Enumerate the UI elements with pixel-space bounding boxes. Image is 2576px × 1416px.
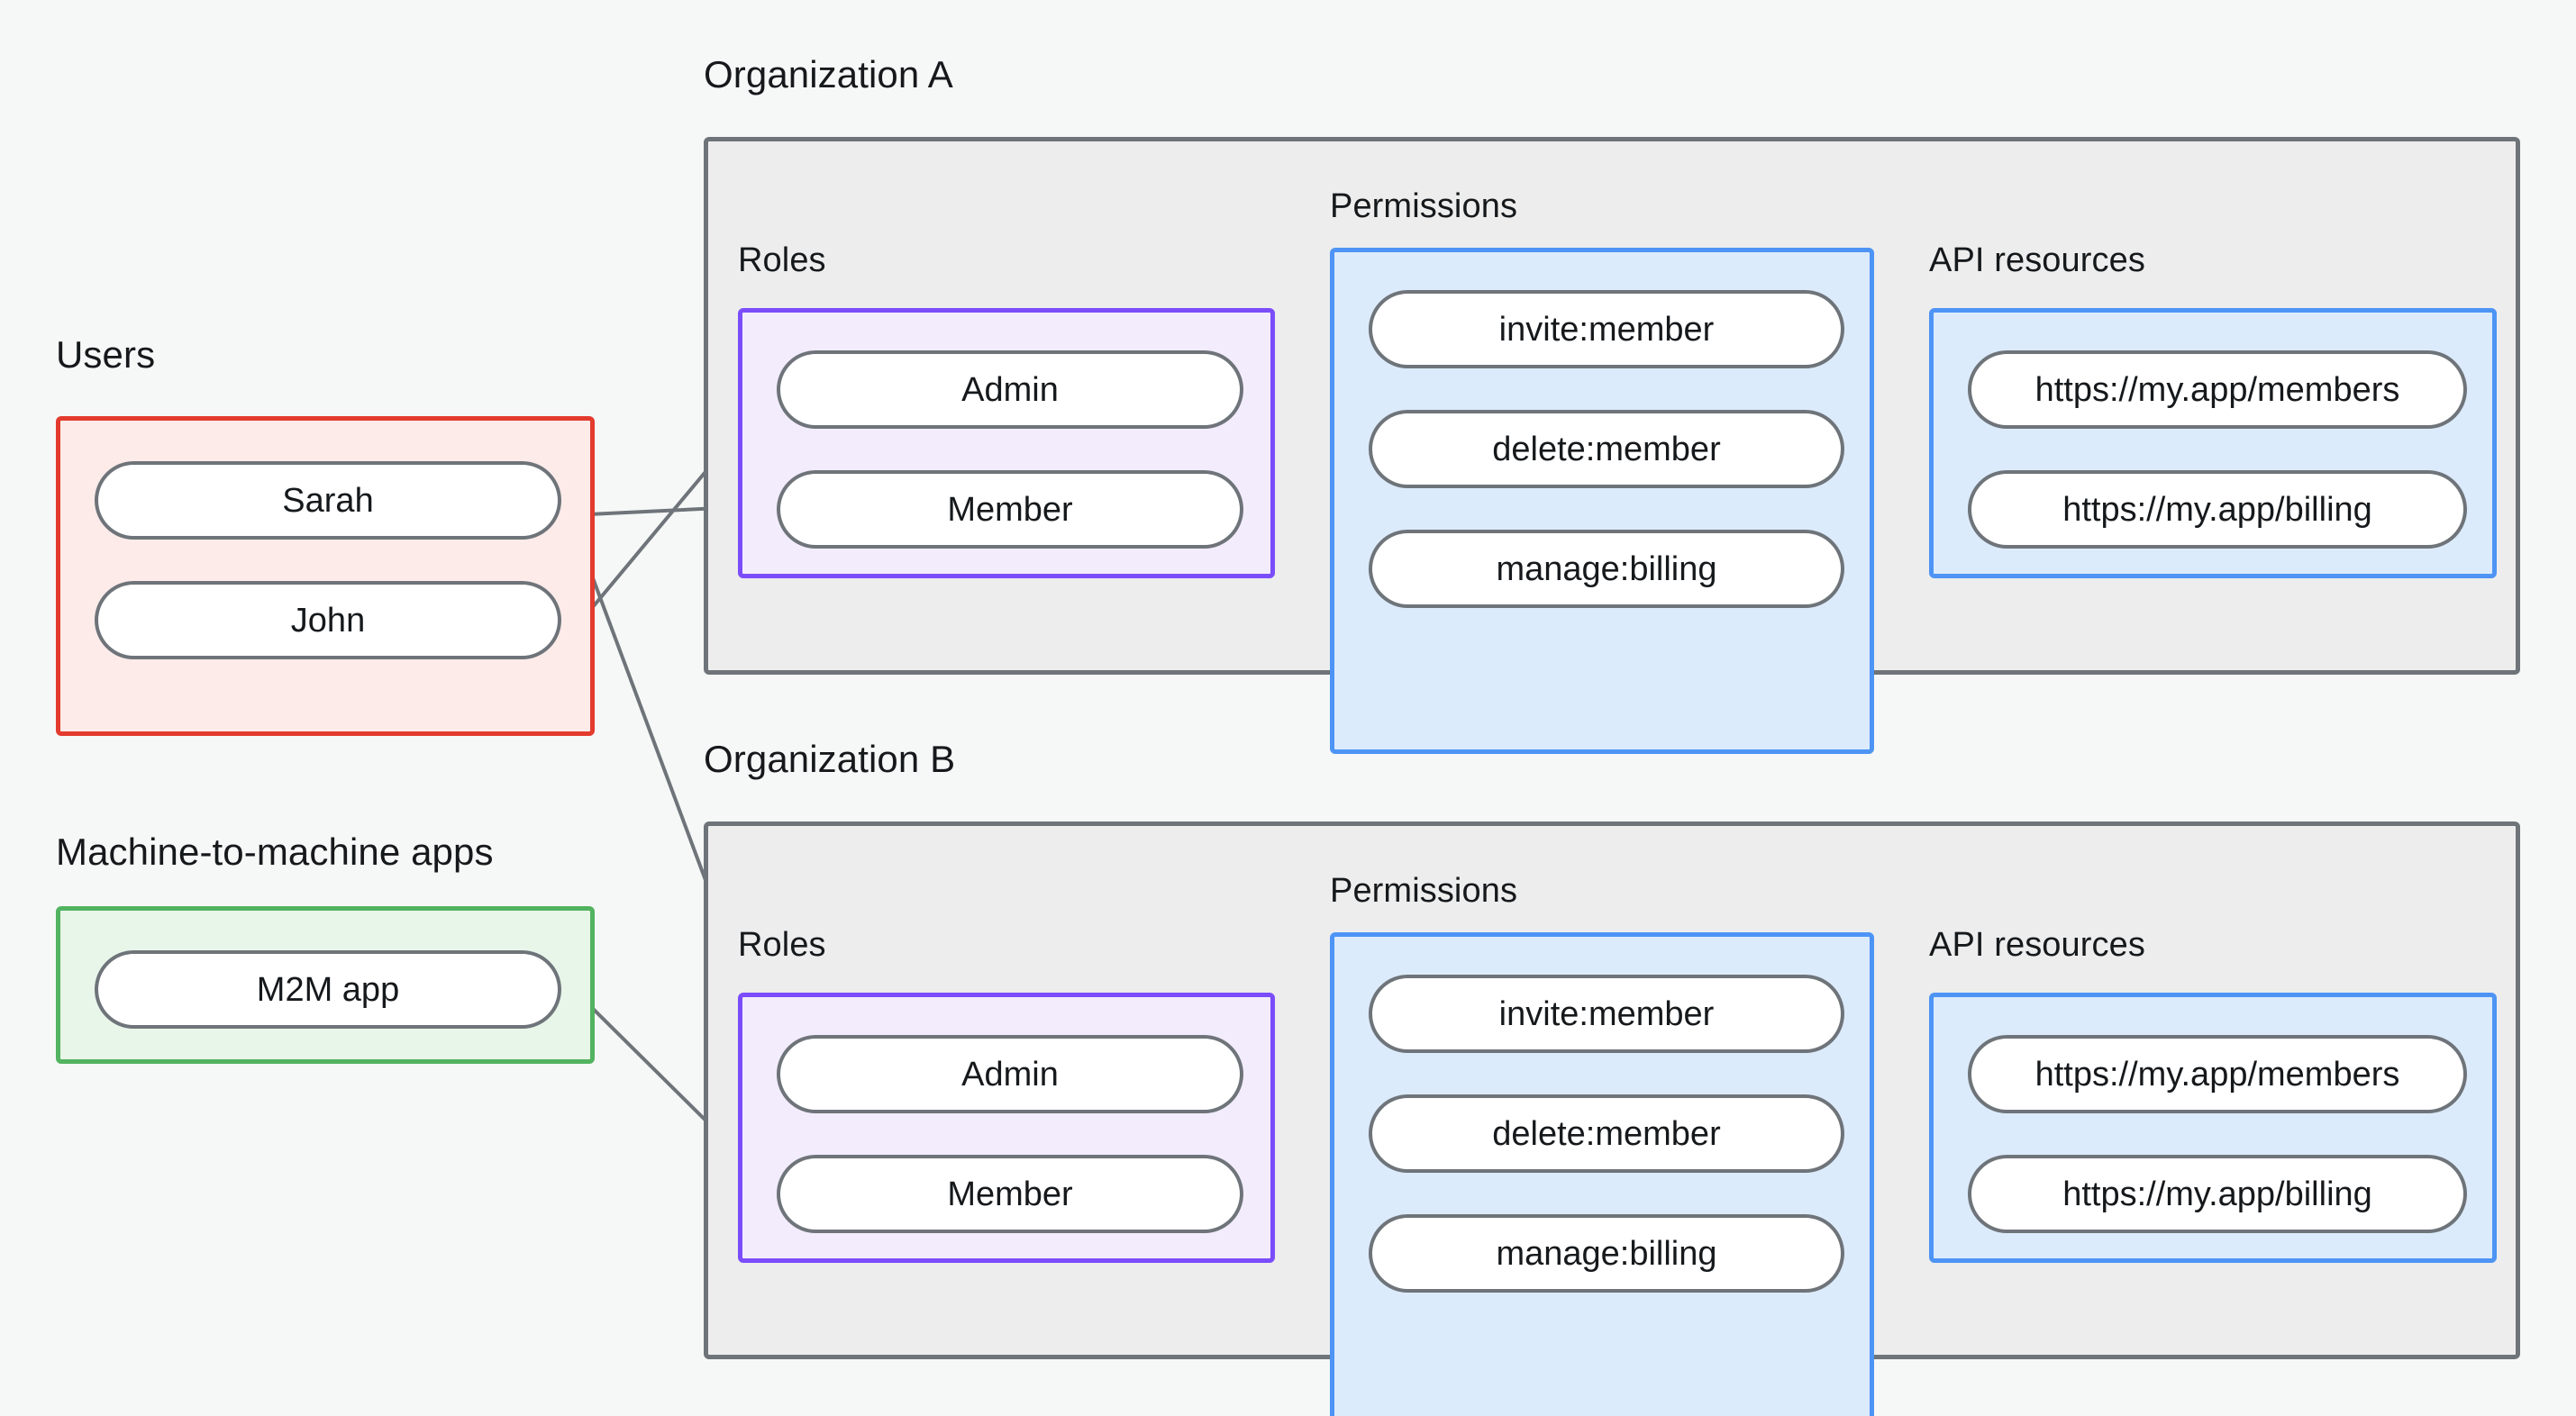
org-b-api-pill-billing[interactable]: https://my.app/billing [1968, 1155, 2467, 1233]
org-a-api-pill-members[interactable]: https://my.app/members [1968, 350, 2467, 429]
org-b-box: Roles Admin Member Permissions invite:me… [704, 821, 2520, 1416]
org-a-permission-pill-invite[interactable]: invite:member [1369, 290, 1844, 368]
org-b-permission-pill-billing[interactable]: manage:billing [1369, 1214, 1844, 1293]
org-b-permissions-box: invite:member delete:member manage:billi… [1330, 932, 1874, 1416]
m2m-title: Machine-to-machine apps [56, 831, 494, 873]
org-b-api-pill-members[interactable]: https://my.app/members [1968, 1035, 2467, 1113]
m2m-pill-app[interactable]: M2M app [95, 950, 561, 1029]
org-a-box: Roles Admin Member Permissions invite:me… [704, 137, 2520, 754]
org-a-permissions-box: invite:member delete:member manage:billi… [1330, 248, 1874, 754]
org-b-role-pill-member[interactable]: Member [777, 1155, 1243, 1233]
org-b-roles-title: Roles [738, 926, 826, 964]
org-a-api-title: API resources [1929, 241, 2145, 279]
user-pill-sarah[interactable]: Sarah [95, 461, 561, 540]
org-a-title: Organization A [704, 53, 953, 95]
org-b-permission-pill-invite[interactable]: invite:member [1369, 975, 1844, 1053]
org-b-role-pill-admin[interactable]: Admin [777, 1035, 1243, 1113]
org-a-role-pill-admin[interactable]: Admin [777, 350, 1243, 429]
user-pill-john[interactable]: John [95, 581, 561, 659]
org-a-permission-pill-billing[interactable]: manage:billing [1369, 530, 1844, 608]
org-b-api-title: API resources [1929, 926, 2145, 964]
org-b-permissions-title: Permissions [1330, 872, 1518, 910]
users-box: Sarah John [56, 416, 595, 736]
org-b-title: Organization B [704, 738, 956, 780]
org-a-api-box: https://my.app/members https://my.app/bi… [1929, 308, 2497, 578]
org-a-roles-box: Admin Member [738, 308, 1275, 578]
m2m-box: M2M app [56, 906, 595, 1064]
users-title: Users [56, 333, 156, 376]
org-a-api-pill-billing[interactable]: https://my.app/billing [1968, 470, 2467, 549]
org-a-permissions-title: Permissions [1330, 187, 1518, 225]
org-b-roles-box: Admin Member [738, 993, 1275, 1263]
org-b-permission-pill-delete[interactable]: delete:member [1369, 1094, 1844, 1173]
org-b-api-box: https://my.app/members https://my.app/bi… [1929, 993, 2497, 1263]
org-a-roles-title: Roles [738, 241, 826, 279]
org-a-role-pill-member[interactable]: Member [777, 470, 1243, 549]
org-a-permission-pill-delete[interactable]: delete:member [1369, 410, 1844, 488]
